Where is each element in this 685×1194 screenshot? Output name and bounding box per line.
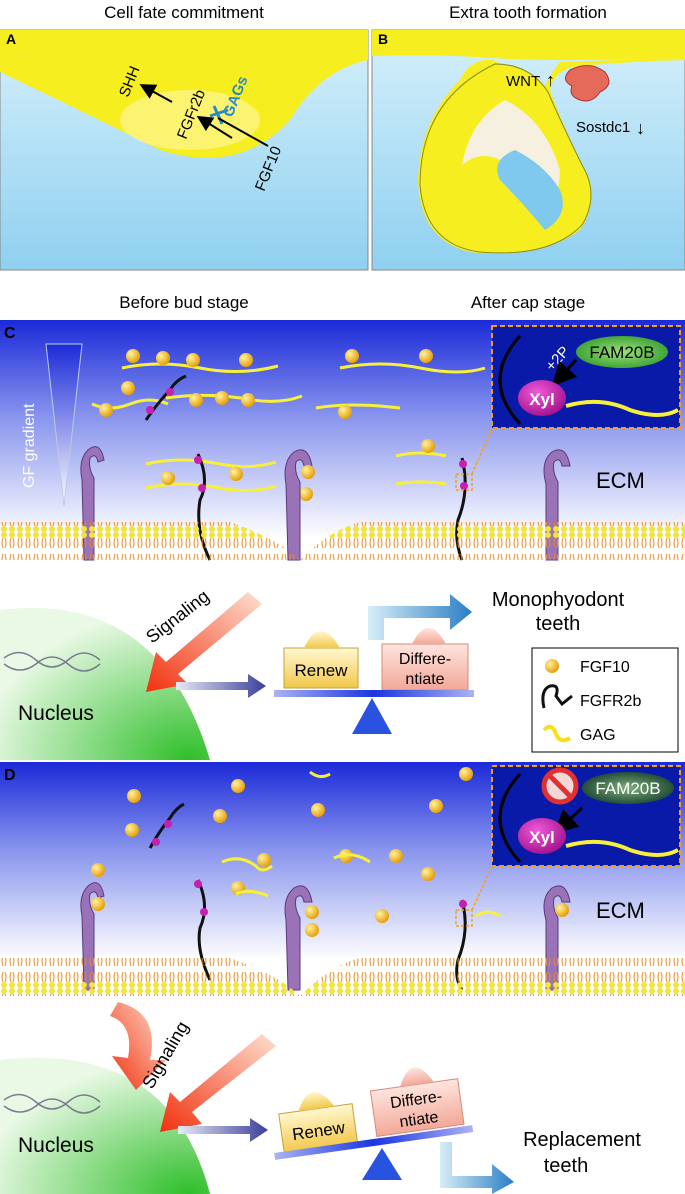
placode-highlight: [120, 90, 260, 150]
balance-beam-d: [274, 1125, 474, 1160]
no-sign-icon: [541, 767, 579, 805]
gag-fragments-d: [221, 770, 501, 918]
fgf10-balls-c: [99, 349, 435, 501]
outcome-arrow-d: [440, 1142, 514, 1194]
dental-papilla: [497, 150, 563, 230]
differentiate-label-c-2: ntiate: [405, 671, 444, 688]
legend-gag-icon: [542, 724, 572, 743]
fam20b-label-d: FAM20B: [595, 779, 660, 798]
panel-b-letter: B: [378, 31, 388, 47]
fam20b-label-c: FAM20B: [589, 343, 654, 362]
ecm-label-d: ECM: [596, 898, 645, 923]
dna-icon-d: [3, 1093, 101, 1114]
panel-c: C GF gradient: [0, 320, 685, 561]
sostdc1-label: Sostdc1: [576, 119, 630, 136]
fgf10-balls-d: [91, 767, 473, 937]
outcome-arrow-c: [368, 594, 472, 640]
panel-d-letter: D: [4, 767, 16, 784]
panel-c-outcome: Nucleus Signaling Renew Differe- ntiate …: [0, 586, 625, 760]
nucleus-label-d: Nucleus: [18, 1134, 94, 1157]
panel-d-outcome: Nucleus Signaling Renew Differe- ntiate …: [0, 1002, 641, 1194]
legend: FGF10 FGFR2b GAG: [531, 647, 679, 753]
nucleus-to-balance-arrow-d: [178, 1118, 268, 1142]
panel-a-letter: A: [6, 31, 16, 47]
gf-gradient-label: GF gradient: [21, 403, 38, 488]
shh-arrow: [139, 84, 173, 103]
cell-membrane-c: [0, 522, 685, 560]
gags-inhibit-bar: [209, 105, 229, 125]
renew-block-c: [283, 647, 359, 689]
differentiate-label-d-2: ntiate: [398, 1109, 439, 1131]
panel-c-letter: C: [4, 325, 16, 342]
signal-arrow-c: [146, 592, 262, 692]
dna-icon-c: [3, 651, 101, 672]
balance-fulcrum-d: [362, 1148, 402, 1180]
stage-label-left: Before bud stage: [119, 293, 248, 312]
nucleus-c: [0, 607, 210, 760]
wnt-up-arrow: ↑: [546, 70, 555, 90]
fgfr2b-arrow: [196, 115, 233, 139]
differentiate-label-c-1: Differe-: [399, 651, 451, 668]
legend-fgfr2b-icon: [541, 684, 573, 709]
panel-a-title: Cell fate commitment: [104, 3, 264, 22]
legend-fgfr2b: FGFR2b: [580, 693, 641, 710]
panel-d: D ECM: [0, 762, 685, 996]
nucleus-to-balance-arrow-c: [176, 674, 266, 698]
xyl-label-d: Xyl: [529, 828, 555, 847]
balance-beam-c: [274, 690, 474, 697]
panel-a: A Cell fate commitment SHH FGFr2b GAGs F…: [0, 3, 369, 271]
wnt-label: WNT: [506, 73, 540, 90]
fam20b-node-d: [582, 772, 674, 804]
curved-signal-arrow-d: [110, 1002, 166, 1090]
balance-fulcrum-c: [352, 698, 392, 734]
outcome-label-c-1: Monophyodont: [492, 589, 625, 611]
legend-gag: GAG: [580, 727, 616, 744]
panel-b: B Extra tooth formation WNT ↑ Sostdc1 ↓: [371, 3, 685, 271]
xyl-node-d: [518, 818, 566, 854]
signal-arrow-d: [160, 1034, 276, 1132]
outcome-label-d-1: Replacement: [523, 1129, 641, 1151]
zoom-box-c: [455, 473, 473, 491]
xyl-label-c: Xyl: [529, 390, 555, 409]
fgf10-arrow: [217, 117, 269, 147]
legend-fgf10: FGF10: [580, 659, 630, 676]
stage-label-right: After cap stage: [471, 293, 585, 312]
outcome-label-d-2: teeth: [544, 1155, 588, 1177]
ecm-label-c: ECM: [596, 468, 645, 493]
xyl-node-c: [518, 380, 566, 416]
extra-tooth-bud: [565, 65, 610, 102]
cell-membrane-d: [0, 958, 685, 996]
gf-gradient-triangle: [45, 343, 83, 507]
sostdc1-down-arrow: ↓: [636, 118, 645, 138]
legend-fgf10-icon: [545, 659, 559, 673]
zoom-box-d: [455, 909, 473, 927]
fam20b-node-c: [576, 336, 668, 368]
panel-b-title: Extra tooth formation: [449, 3, 607, 22]
outcome-label-c-2: teeth: [536, 613, 580, 635]
nucleus-d: [0, 1057, 210, 1194]
nucleus-label-c: Nucleus: [18, 702, 94, 725]
differentiate-block-c: [381, 643, 469, 691]
renew-label-c: Renew: [295, 661, 349, 680]
balance-d: Renew Differe- ntiate: [274, 1067, 474, 1160]
